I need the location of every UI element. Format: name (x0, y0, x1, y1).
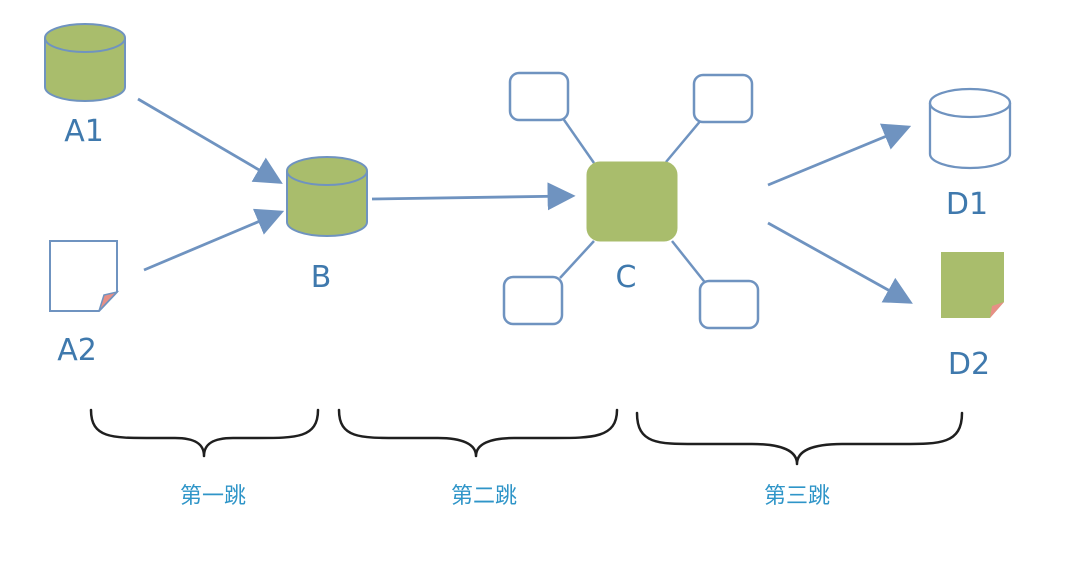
arrow-c-to-d1 (767, 123, 912, 187)
c-central-node-icon (586, 161, 678, 242)
c-satellite-bottom-left (502, 275, 564, 326)
link-c-top-left (560, 116, 596, 164)
hop-2-brace (337, 408, 619, 458)
arrow-c-to-d2 (767, 221, 913, 304)
c-label: C (616, 260, 637, 295)
d2-document-filled-icon (941, 252, 1004, 318)
arrow-b-to-c (371, 182, 576, 211)
link-c-bottom-left (559, 240, 595, 279)
d2-label: D2 (948, 347, 990, 382)
hop-2-label: 第二跳 (451, 484, 517, 509)
d1-database-outline-icon (928, 87, 1012, 170)
b-label: B (311, 260, 332, 295)
a2-document-icon (49, 240, 120, 312)
d1-label: D1 (946, 187, 988, 222)
b-database-icon (286, 156, 368, 237)
a2-label: A2 (57, 333, 97, 368)
c-satellite-top-right (692, 73, 754, 124)
hop-1-brace (89, 408, 320, 458)
link-c-bottom-right (671, 240, 708, 286)
a1-label: A1 (64, 114, 104, 149)
arrow-a1-to-b (137, 97, 283, 184)
arrow-a2-to-b (143, 208, 285, 272)
a1-database-icon (44, 23, 126, 102)
link-c-top-right (665, 118, 703, 163)
hop-1-label: 第一跳 (180, 484, 246, 509)
hop-3-label: 第三跳 (764, 484, 830, 509)
hop-3-brace (635, 411, 964, 466)
c-satellite-bottom-right (698, 279, 760, 330)
c-satellite-top-left (508, 71, 570, 122)
